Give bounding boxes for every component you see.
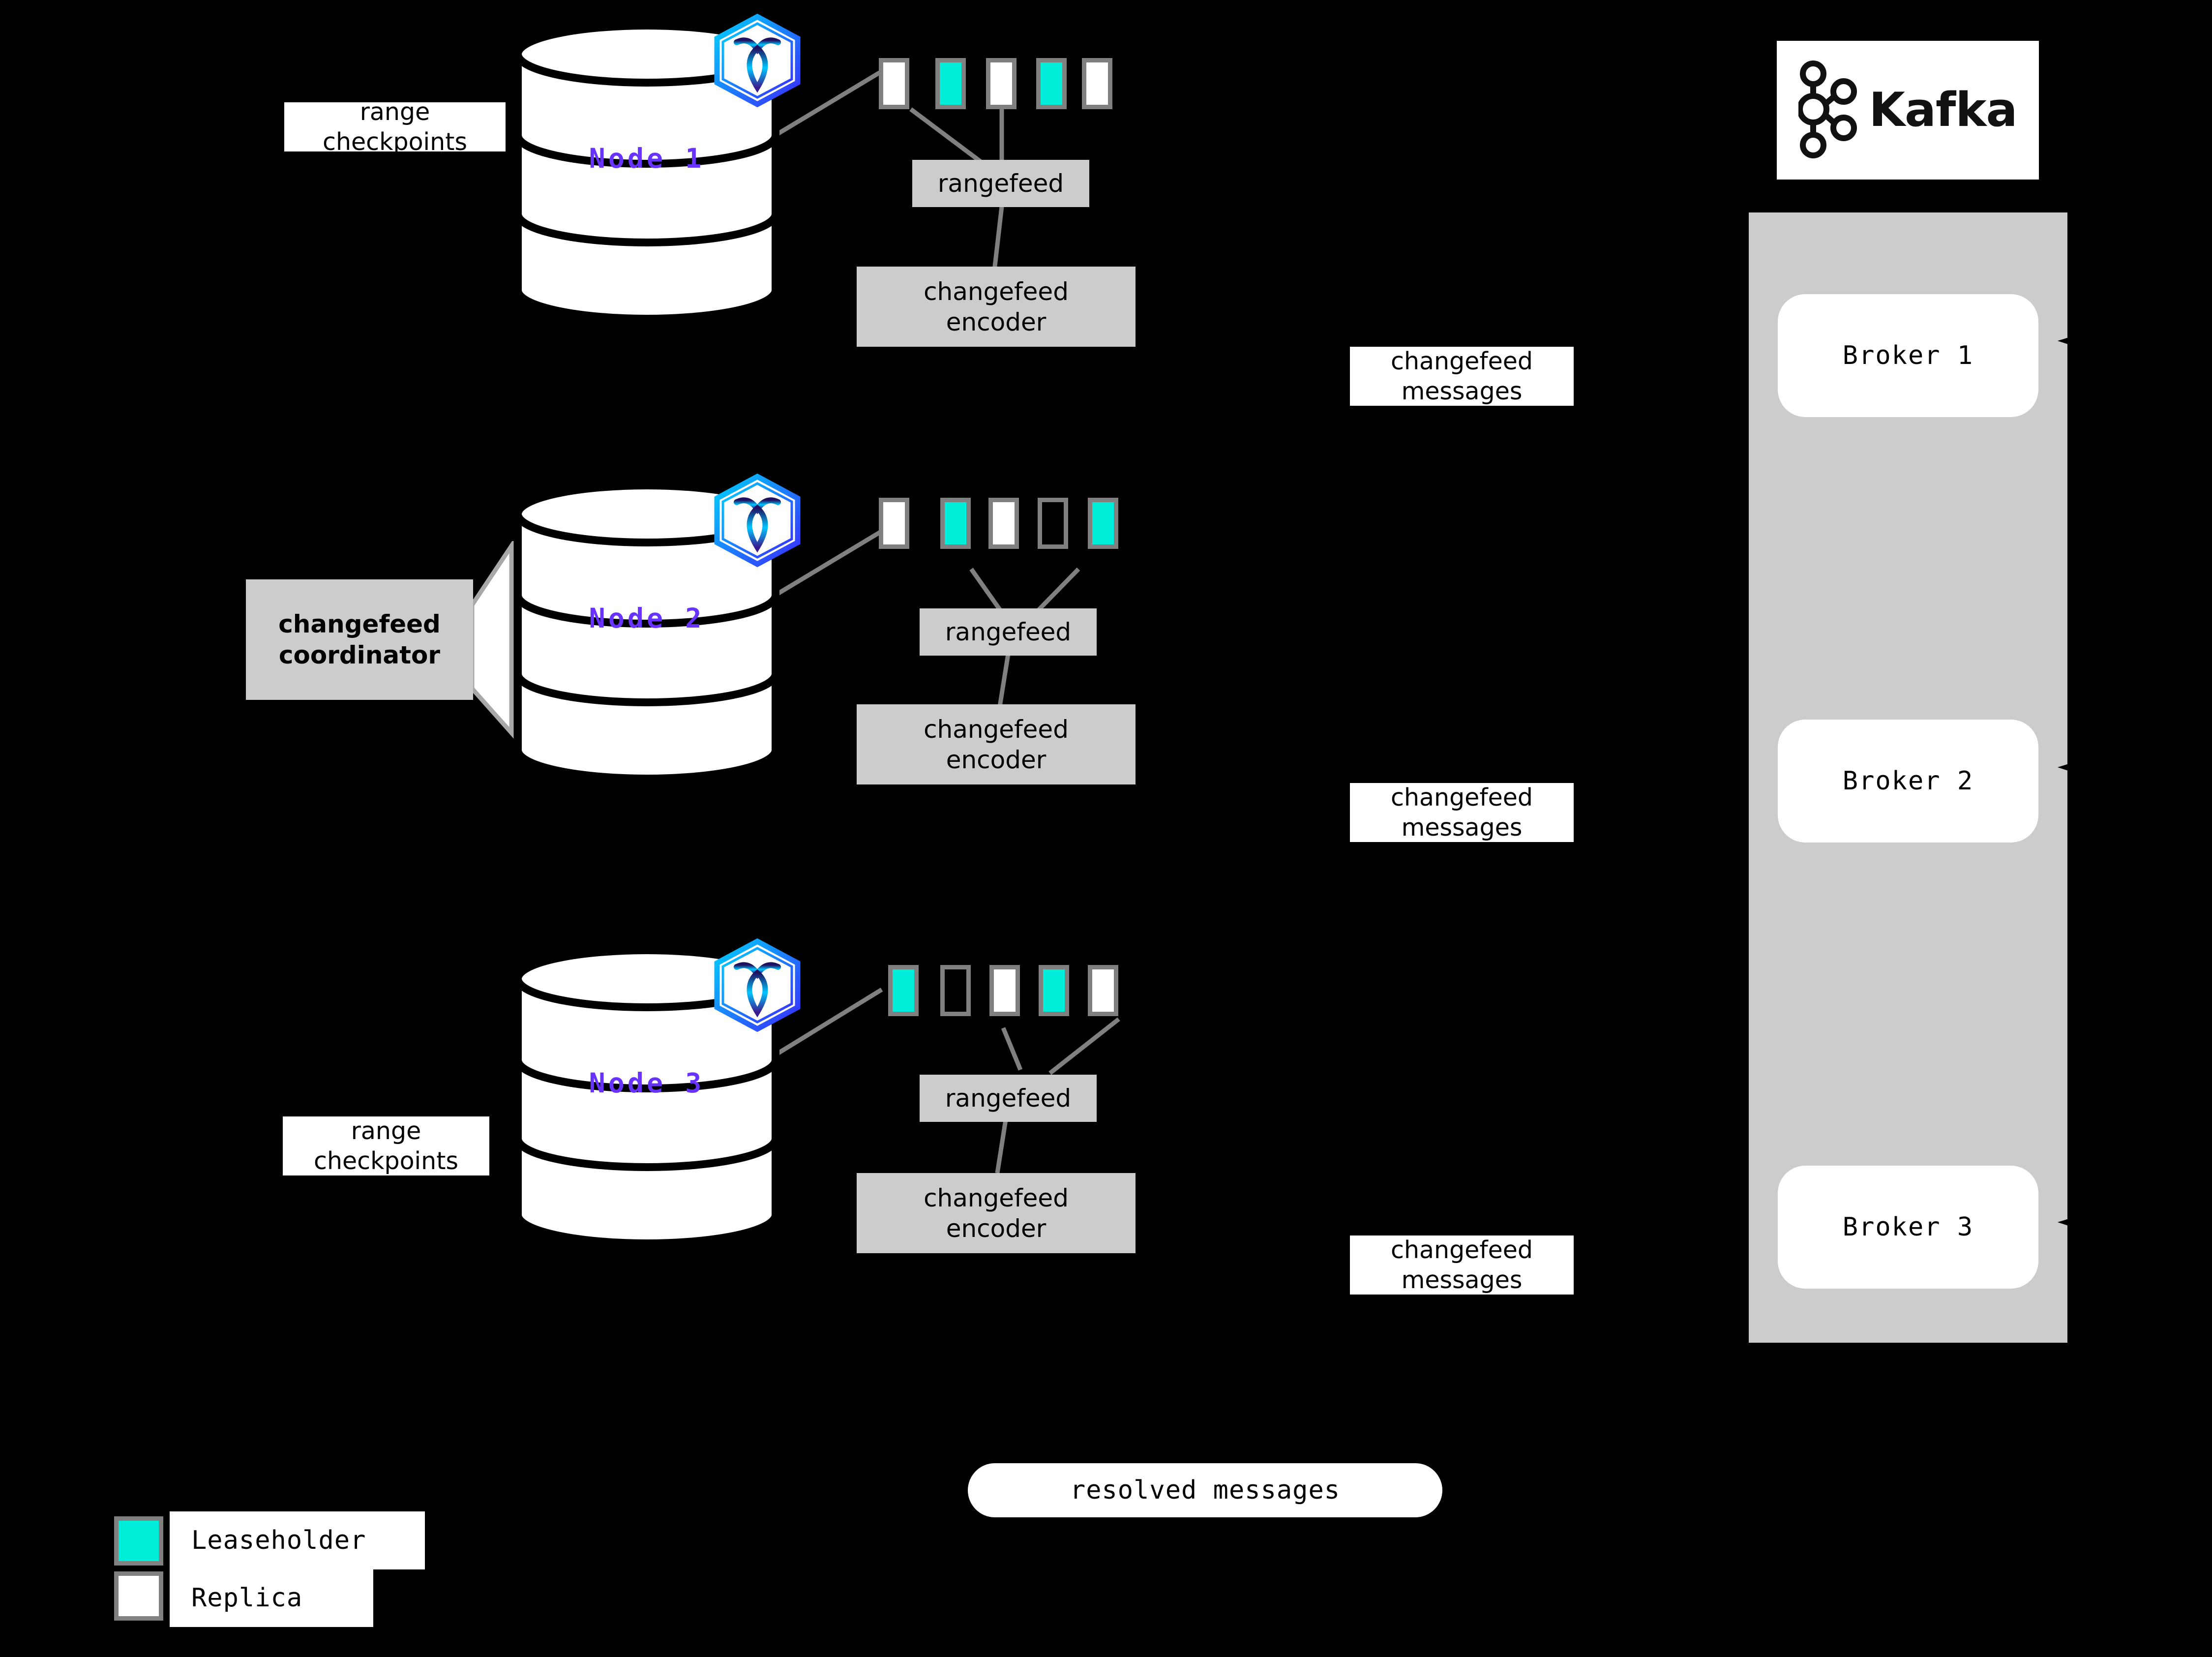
range-box [888,965,919,1016]
changefeed-messages-label: changefeed messages [1350,1235,1574,1295]
changefeed-messages-label: changefeed messages [1350,783,1574,842]
cockroachdb-logo-icon [713,473,802,569]
changefeed-messages-line-1: changefeed [1391,1235,1533,1264]
changefeed-messages-line-1: changefeed [1391,347,1533,375]
node-3-label: Node 3 [589,1067,705,1099]
cockroachdb-logo-icon [713,13,802,109]
legend-label-leaseholder: Leaseholder [170,1511,425,1569]
encoder-line-1: changefeed [924,715,1069,744]
legend-text: Replica [191,1583,303,1613]
range-box [986,58,1016,109]
range-box [940,965,971,1016]
legend-swatch-leaseholder [114,1516,163,1566]
changefeed-messages-label: changefeed messages [1350,347,1574,406]
range-box [1036,58,1067,109]
broker-card: Broker 3 [1778,1166,2038,1289]
legend-swatch-replica [114,1571,163,1621]
range-box [1039,965,1069,1016]
node-2-changefeed-encoder-box: changefeed encoder [857,704,1136,784]
resolved-messages-pill: resolved messages [968,1463,1442,1517]
node-2-cylinder: Node 2 [514,484,779,780]
node-1-range-checkpoints-label: range checkpoints [284,102,506,151]
legend-label-replica: Replica [170,1569,373,1627]
changefeed-messages-line-1: changefeed [1391,783,1533,812]
node-2-rangefeed-box: rangefeed [920,608,1097,656]
range-box [940,498,971,549]
changefeed-messages-line-2: messages [1401,813,1523,842]
range-box [1088,965,1118,1016]
node-2-label: Node 2 [589,603,705,634]
broker-label: Broker 3 [1842,1212,1974,1242]
range-checkpoints-line-2: checkpoints [323,128,467,151]
range-box [935,58,966,109]
range-box [1088,498,1118,549]
rangefeed-label: rangefeed [945,618,1072,646]
encoder-line-2: encoder [946,745,1046,774]
broker-card: Broker 1 [1778,294,2038,417]
range-box [989,965,1020,1016]
node-1-changefeed-encoder-box: changefeed encoder [857,267,1136,347]
range-checkpoints-line-1: range [351,1116,421,1145]
node-1-cylinder: Node 1 [514,25,779,320]
kafka-logo-icon [1797,59,1860,162]
broker-inbound-arrows [2058,332,2086,1232]
rangefeed-label: rangefeed [945,1084,1072,1113]
broker-label: Broker 1 [1842,341,1974,370]
range-box [1038,498,1068,549]
encoder-line-1: changefeed [924,277,1069,306]
range-box [879,58,909,109]
range-box [988,498,1019,549]
cockroachdb-logo-icon [713,938,802,1034]
range-box [879,498,909,549]
resolved-messages-label: resolved messages [1070,1476,1341,1505]
kafka-logo: Kafka [1777,41,2039,180]
node-1-label: Node 1 [589,143,705,174]
rangefeed-label: rangefeed [937,169,1064,198]
node-3-range-checkpoints-label: range checkpoints [283,1116,489,1175]
legend-text: Leaseholder [191,1526,366,1555]
node-3-cylinder: Node 3 [514,949,779,1244]
range-box [1082,58,1112,109]
node-1-rangefeed-box: rangefeed [912,160,1089,207]
range-checkpoints-line-1: range [359,102,430,126]
kafka-wordmark: Kafka [1869,83,2017,137]
node-3-changefeed-encoder-box: changefeed encoder [857,1173,1136,1253]
coordinator-line-2: coordinator [278,640,441,669]
range-checkpoints-line-2: checkpoints [314,1147,458,1175]
node-3-rangefeed-box: rangefeed [920,1075,1097,1122]
encoder-line-1: changefeed [924,1183,1069,1212]
encoder-line-2: encoder [946,1214,1046,1243]
broker-label: Broker 2 [1842,766,1974,796]
coordinator-line-1: changefeed [278,610,441,638]
changefeed-coordinator: changefeed coordinator [246,541,541,753]
changefeed-messages-line-2: messages [1401,377,1523,405]
changefeed-coordinator-box: changefeed coordinator [246,579,473,700]
broker-card: Broker 2 [1778,720,2038,843]
encoder-line-2: encoder [946,307,1046,336]
changefeed-messages-line-2: messages [1401,1266,1523,1294]
